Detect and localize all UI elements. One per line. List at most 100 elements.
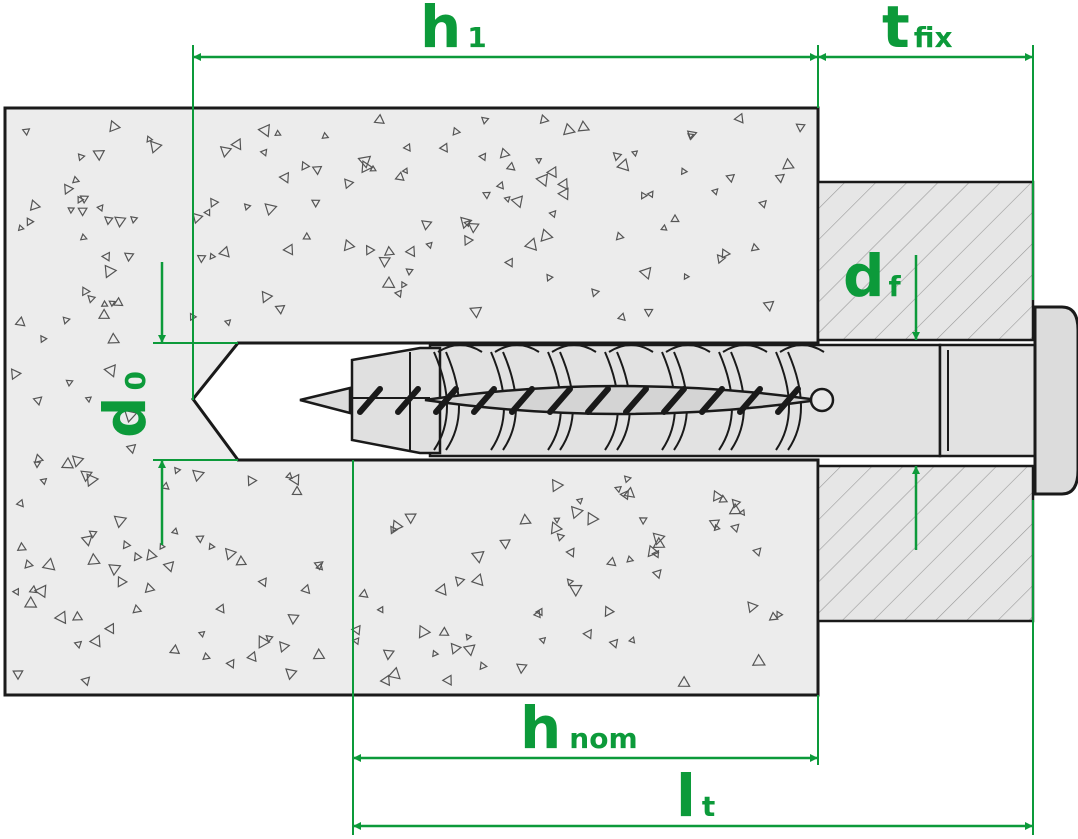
aggregate-speck [86, 473, 100, 488]
aggregate-speck [109, 119, 122, 133]
aggregate-speck [60, 456, 75, 469]
aggregate-speck [454, 576, 466, 588]
aggregate-speck [438, 142, 448, 153]
aggregate-speck [108, 564, 122, 577]
aggregate-speck [652, 532, 666, 546]
aggregate-speck [24, 558, 35, 569]
plug-ridge [445, 351, 460, 451]
aggregate-speck [114, 216, 127, 229]
label-h1-sub: 1 [467, 21, 486, 54]
aggregate-speck [88, 530, 98, 539]
plug-ridge [433, 351, 448, 451]
aggregate-speck [41, 557, 56, 571]
aggregate-speck [379, 674, 391, 687]
aggregate-speck [539, 113, 550, 125]
aggregate-speck [261, 290, 274, 304]
aggregate-speck [40, 334, 48, 344]
aggregate-speck [768, 611, 779, 621]
aggregate-speck [279, 640, 291, 654]
aggregate-speck [312, 647, 326, 660]
aggregate-speck [710, 188, 719, 196]
label-tfix-sub: fix [914, 21, 953, 54]
aggregate-speck [465, 633, 473, 641]
aggregate-speck [646, 190, 654, 199]
aggregate-speck [615, 231, 625, 241]
aggregate-speck [159, 542, 167, 551]
aggregate-speck [623, 475, 633, 484]
aggregate-speck [274, 304, 286, 315]
aggregate-speck [258, 635, 271, 649]
aggregate-speck [11, 587, 20, 597]
aggregate-speck [738, 508, 746, 517]
aggregate-speck [441, 674, 452, 687]
aggregate-speck [62, 316, 71, 325]
aggregate-speck [103, 363, 116, 378]
aggregate-speck [365, 244, 376, 256]
aggregate-speck [575, 497, 584, 506]
aggregate-speck [708, 519, 721, 530]
aggregate-speck [301, 160, 311, 171]
screw-head [1033, 305, 1078, 496]
aggregate-speck [73, 640, 83, 650]
aggregate-speck [39, 477, 48, 486]
aggregate-speck [246, 650, 257, 663]
aggregate-speck [460, 216, 473, 230]
dimension-lines [153, 45, 1034, 835]
aggregate-speck [612, 151, 623, 162]
aggregate-speck [402, 142, 411, 152]
aggregate-speck [538, 636, 547, 645]
aggregate-speck [470, 550, 485, 564]
aggregate-speck [288, 473, 300, 486]
aggregate-speck [481, 191, 491, 200]
aggregate-speck [12, 670, 24, 681]
aggregate-speck [495, 180, 505, 190]
aggregate-speck [14, 315, 26, 327]
label-d0-main: d [91, 396, 159, 438]
label-lt-sub: t [702, 790, 715, 823]
aggregate-speck [113, 515, 128, 529]
aggregate-speck [219, 146, 233, 159]
aggregate-speck [311, 165, 323, 176]
aggregate-speck [505, 161, 516, 171]
aggregate-speck [546, 273, 554, 282]
aggregate-speck [404, 245, 416, 258]
aggregate-speck [499, 539, 511, 550]
aggregate-speck [107, 332, 121, 344]
aggregate-speck [104, 264, 118, 279]
label-d0: d0 [91, 371, 159, 438]
wall-plug [350, 344, 835, 455]
aggregate-speck [53, 610, 67, 625]
aggregate-speck [716, 253, 727, 265]
aggregate-speck [285, 668, 298, 681]
aggregate-speck [302, 231, 312, 240]
aggregate-speck [401, 280, 408, 289]
aggregate-speck [626, 554, 635, 563]
aggregate-speck [144, 582, 156, 594]
aggregate-speck [390, 525, 399, 535]
aggregate-speck [464, 234, 475, 247]
aggregate-speck [438, 626, 450, 636]
aggregate-speck [615, 157, 630, 172]
aggregate-speck [545, 165, 557, 179]
aggregate-speck [192, 212, 204, 225]
plug-ridge-cap [779, 344, 825, 353]
aggregate-speck [123, 252, 135, 263]
aggregate-speck [71, 455, 85, 468]
aggregate-speck [87, 552, 101, 565]
aggregate-speck [197, 630, 206, 639]
aggregate-speck [10, 368, 23, 381]
plug-ridge-cap [551, 344, 597, 353]
aggregate-speck [65, 379, 74, 388]
aggregate-speck [170, 527, 179, 535]
aggregate-speck [565, 547, 575, 558]
aggregate-speck [149, 140, 163, 154]
aggregate-speck [71, 610, 84, 621]
aggregate-speck [310, 199, 321, 209]
aggregate-speck [82, 286, 92, 297]
thread-stripe [547, 386, 573, 415]
aggregate-speck [747, 601, 759, 614]
label-hnom-sub: nom [569, 722, 637, 755]
aggregate-speck [548, 209, 557, 219]
